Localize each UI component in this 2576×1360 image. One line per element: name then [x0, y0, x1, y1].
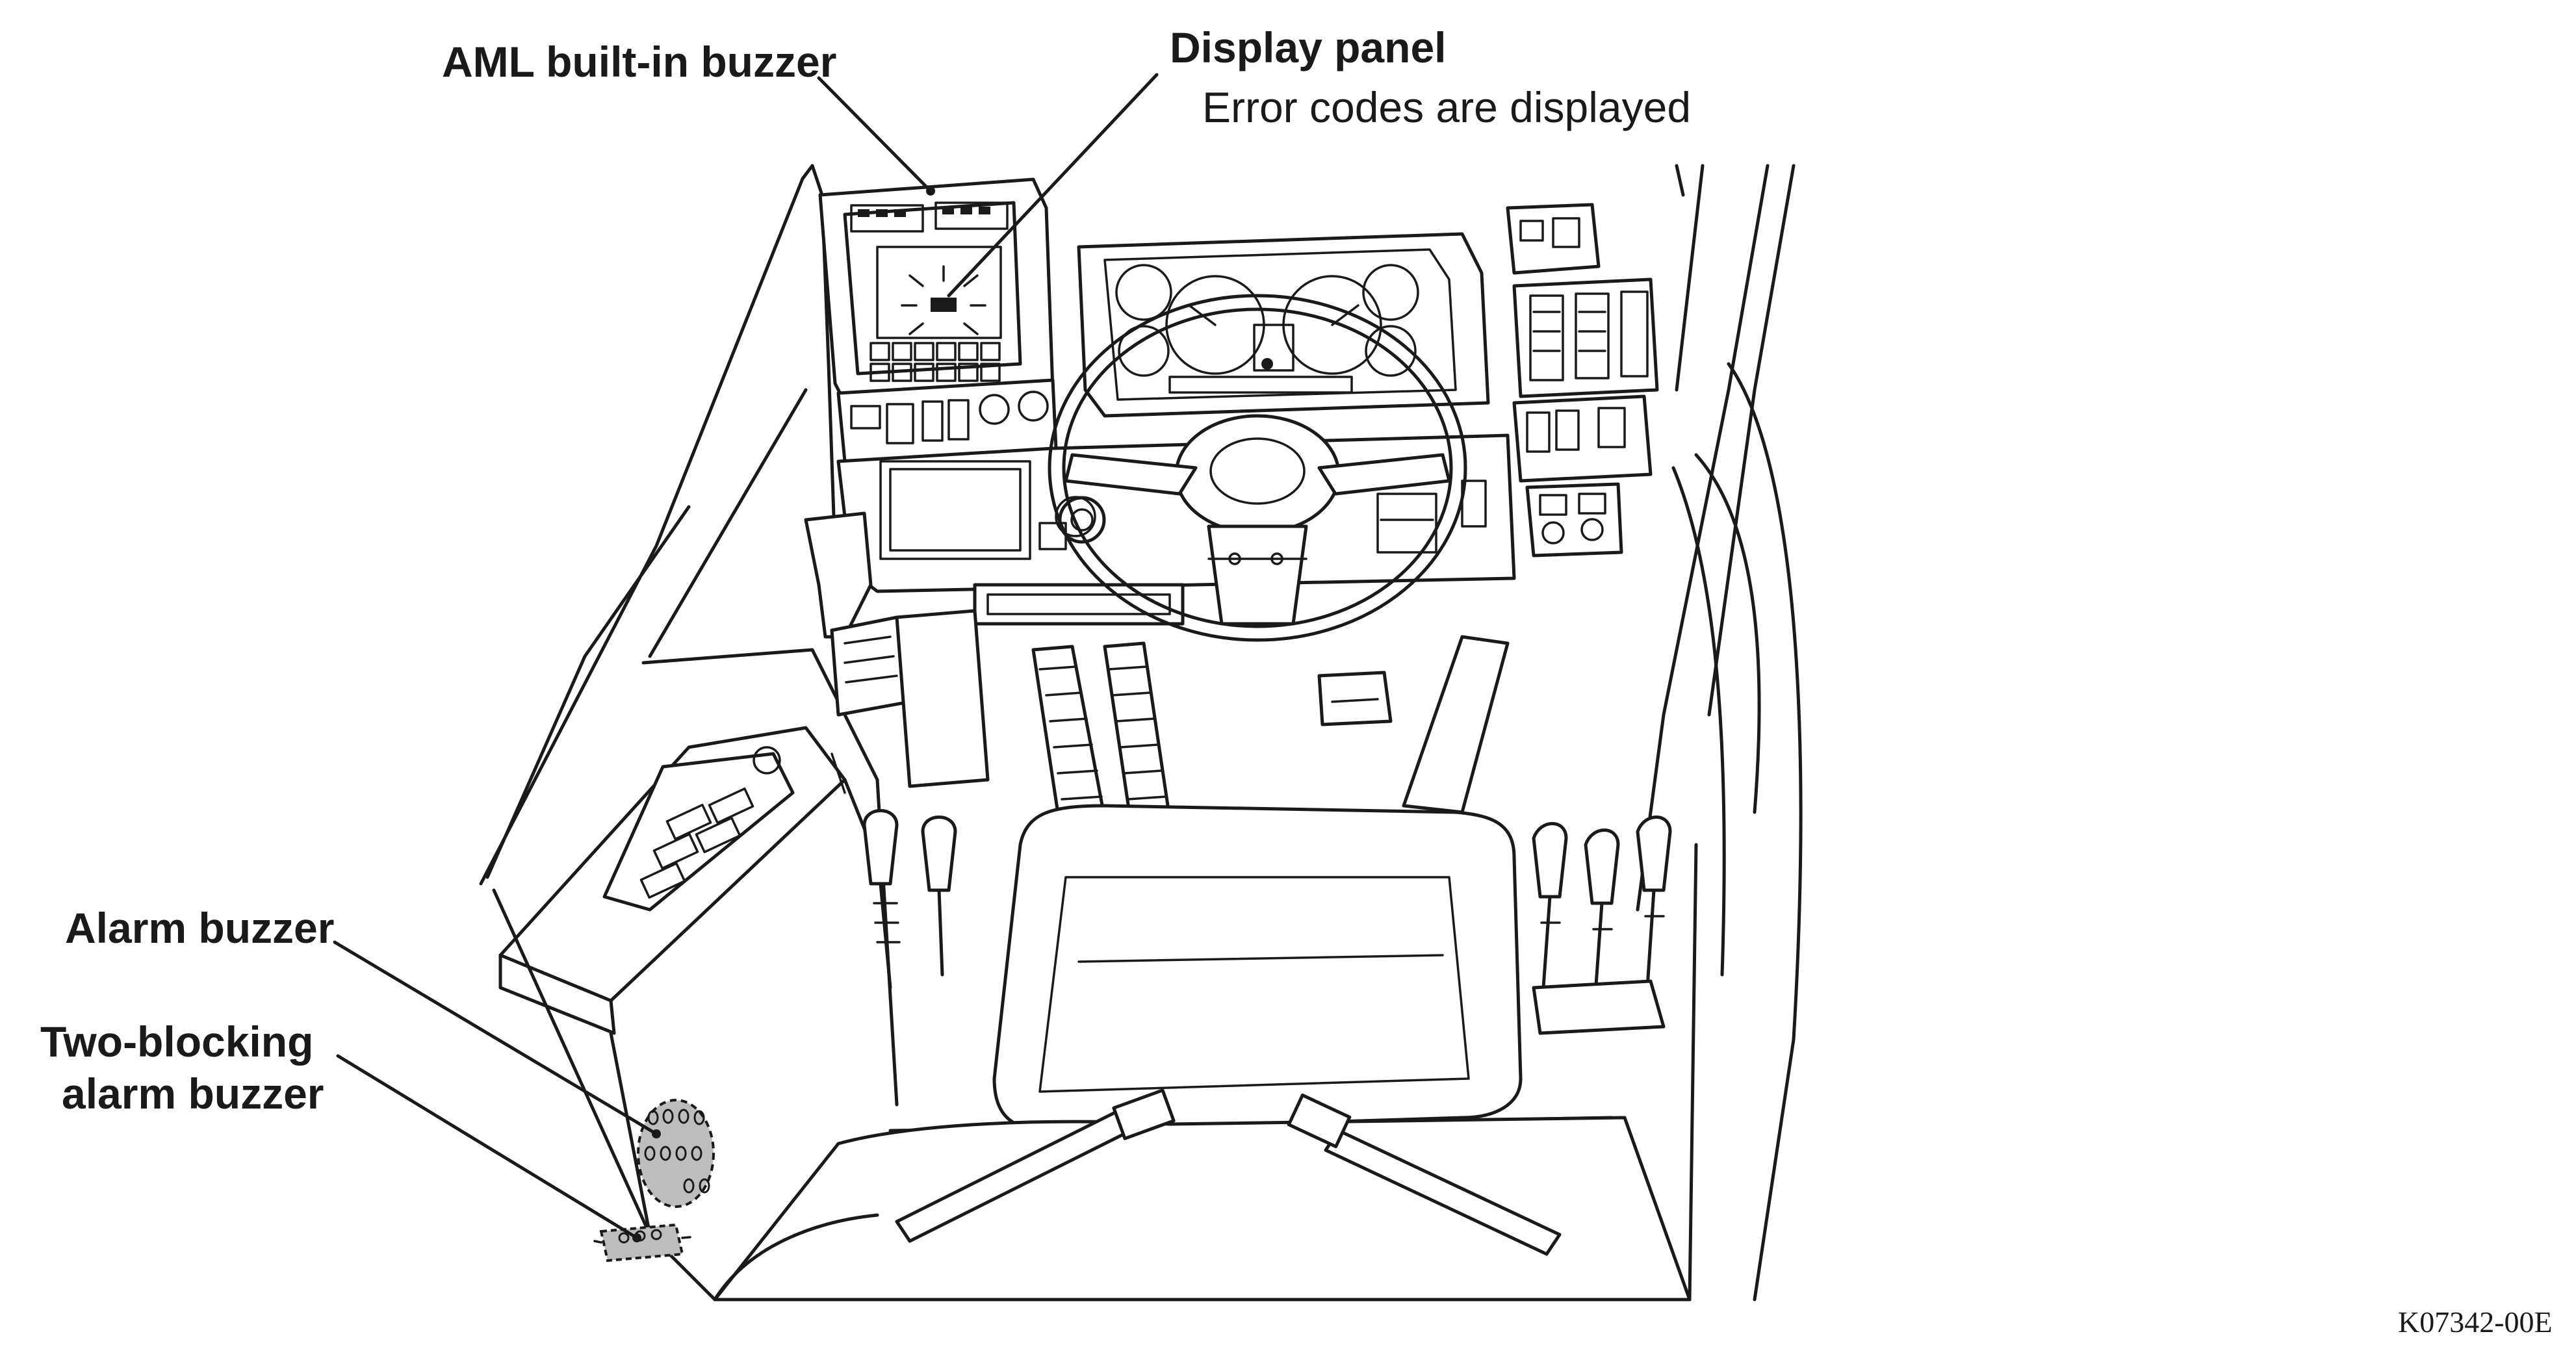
control-levers: [862, 809, 1672, 1035]
alarm-buzzer-label: Alarm buzzer: [65, 904, 335, 952]
keypad: [869, 342, 1001, 382]
display-panel-indicator: [901, 265, 986, 335]
pedals: [1031, 635, 1510, 824]
monitor-column: [818, 177, 1058, 463]
two-blocking-label-line2: alarm buzzer: [62, 1070, 324, 1118]
left-side-console: [498, 511, 990, 1237]
alarm-buzzer-graphic: [637, 1099, 715, 1208]
alarm-buzzer-leader: [333, 940, 658, 1136]
steering-wheel: [1048, 294, 1467, 642]
aml-buzzer-leader: [817, 76, 931, 192]
display-panel-label: Display panel: [1170, 23, 1447, 71]
aml-buzzer-label: AML built-in buzzer: [442, 38, 837, 86]
two-blocking-leader: [336, 1054, 639, 1240]
two-blocking-label-line1: Two-blocking: [40, 1018, 314, 1066]
two-blocking-buzzer-graphic: [593, 1223, 691, 1263]
right-switch-panel: [1506, 203, 1659, 558]
operator-seat: [713, 804, 1692, 1302]
figure-reference: K07342-00E: [2398, 1305, 2553, 1339]
display-panel-note: Error codes are displayed: [1202, 83, 1692, 131]
leader-lines: [333, 73, 1159, 1242]
cab-frame: [479, 164, 1803, 1302]
display-panel-leader: [947, 73, 1159, 298]
instrument-cluster: [1077, 232, 1490, 418]
